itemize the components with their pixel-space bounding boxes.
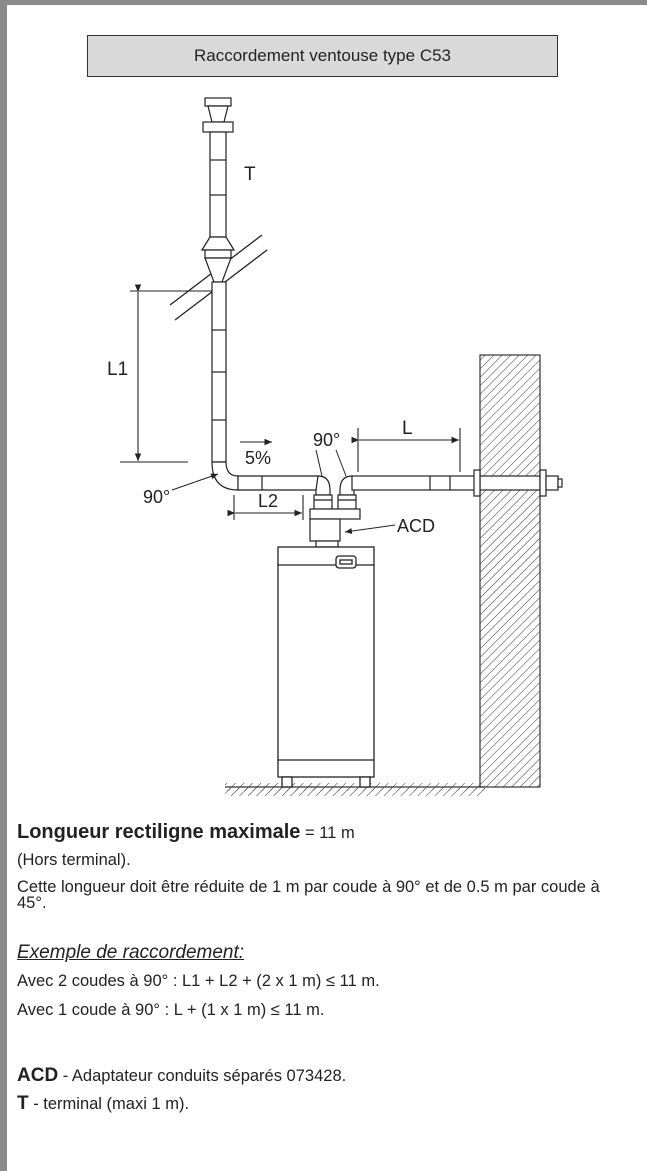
- label-T: T: [244, 164, 256, 185]
- label-90-top: 90°: [313, 430, 340, 450]
- label-L2: L2: [258, 491, 278, 511]
- floor: [225, 783, 485, 796]
- max-length-value: = 11 m: [300, 824, 355, 842]
- frame-top: [0, 0, 647, 5]
- leader-acd: [344, 524, 396, 535]
- example-line-2: Avec 1 coude à 90° : L + (1 x 1 m) ≤ 11 …: [17, 1001, 325, 1019]
- vertical-pipe: [211, 281, 227, 463]
- acd-adapter: [309, 508, 361, 548]
- label-5pct: 5%: [245, 448, 271, 468]
- t-key: T: [17, 1093, 29, 1114]
- installation-diagram: T L1 5% 90° 90° L L2 ACD: [107, 97, 563, 796]
- boiler: [277, 546, 375, 788]
- acd-key: ACD: [17, 1065, 59, 1086]
- dimension-L2: [227, 495, 304, 520]
- example-line-1: Avec 2 coudes à 90° : L1 + L2 + (2 x 1 m…: [17, 972, 380, 990]
- diagram-title: Raccordement ventouse type C53: [87, 35, 558, 77]
- acd-legend: ACD - Adaptateur conduits séparés 073428…: [17, 1066, 632, 1086]
- example-title: Exemple de raccordement:: [17, 942, 245, 963]
- horizontal-pipe-right: [351, 469, 563, 497]
- dimension-L1: [120, 284, 212, 463]
- t-legend: T - terminal (maxi 1 m).: [17, 1094, 632, 1114]
- leader-90-left: [171, 473, 219, 491]
- reduction-note: Cette longueur doit être réduite de 1 m …: [17, 878, 600, 912]
- label-L1: L1: [107, 359, 128, 380]
- acd-desc: - Adaptateur conduits séparés 073428.: [58, 1067, 347, 1085]
- t-desc: - terminal (maxi 1 m).: [28, 1095, 190, 1113]
- dimension-L: [351, 428, 461, 472]
- terminal-cap: [200, 97, 236, 283]
- label-ACD: ACD: [397, 516, 435, 536]
- leader-90-top: [315, 449, 347, 477]
- label-90-left: 90°: [143, 487, 170, 507]
- max-length-label: Longueur rectiligne maximale: [17, 821, 301, 843]
- label-L: L: [402, 418, 413, 439]
- hors-terminal: (Hors terminal).: [17, 851, 131, 869]
- max-length-line: Longueur rectiligne maximale = 11 m: [17, 821, 632, 843]
- frame-left: [0, 0, 7, 1171]
- boiler-elbows: [313, 475, 357, 510]
- wall: [479, 354, 541, 788]
